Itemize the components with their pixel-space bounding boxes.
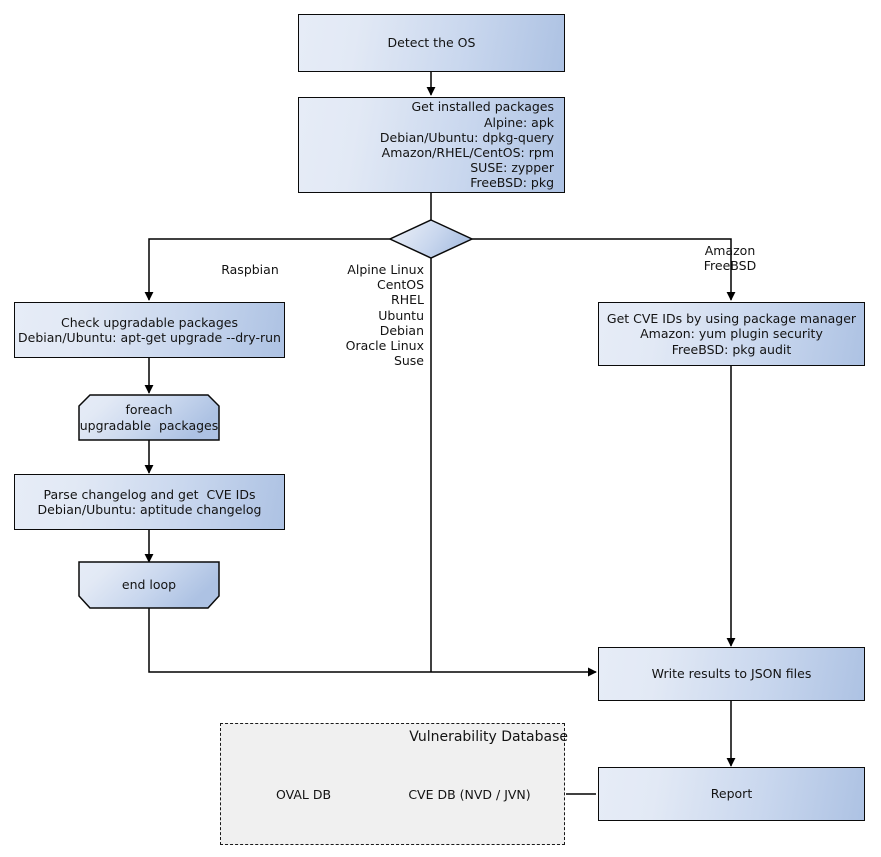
node-check-upgradable-packages[interactable]: Check upgradable packages Debian/Ubuntu:…: [14, 302, 285, 358]
cve-db-label: CVE DB (NVD / JVN): [408, 787, 531, 802]
node-foreach-loop-start-label: foreach upgradable packages: [79, 402, 219, 433]
node-get-installed-packages-label: Get installed packages Alpine: apk Debia…: [379, 99, 554, 191]
node-detect-os[interactable]: Detect the OS: [298, 14, 565, 72]
node-get-cve-ids-label: Get CVE IDs by using package manager Ama…: [606, 311, 857, 357]
node-end-loop-label: end loop: [121, 577, 177, 593]
node-decision-os[interactable]: [390, 220, 472, 258]
edge-endloop-to-write: [148, 608, 597, 677]
node-report[interactable]: Report: [598, 767, 865, 821]
node-parse-changelog[interactable]: Parse changelog and get CVE IDs Debian/U…: [14, 474, 285, 530]
node-end-loop[interactable]: end loop: [79, 562, 219, 608]
node-write-results-label: Write results to JSON files: [651, 666, 812, 682]
node-foreach-loop-start[interactable]: foreach upgradable packages: [79, 395, 219, 440]
node-parse-changelog-label: Parse changelog and get CVE IDs Debian/U…: [37, 486, 262, 517]
edge-label-middle-os-list: Alpine Linux CentOS RHEL Ubuntu Debian O…: [345, 262, 424, 369]
node-get-installed-packages[interactable]: Get installed packages Alpine: apk Debia…: [298, 97, 565, 193]
vulnerability-database-title: Vulnerability Database: [409, 729, 568, 745]
node-write-results[interactable]: Write results to JSON files: [598, 647, 865, 701]
node-check-upgradable-packages-label: Check upgradable packages Debian/Ubuntu:…: [18, 314, 281, 345]
edge-label-amazon-freebsd: Amazon FreeBSD: [703, 243, 757, 274]
node-report-label: Report: [710, 786, 753, 802]
node-detect-os-label: Detect the OS: [387, 35, 476, 51]
node-get-cve-ids[interactable]: Get CVE IDs by using package manager Ama…: [598, 302, 865, 366]
oval-db-label: OVAL DB: [275, 787, 332, 802]
